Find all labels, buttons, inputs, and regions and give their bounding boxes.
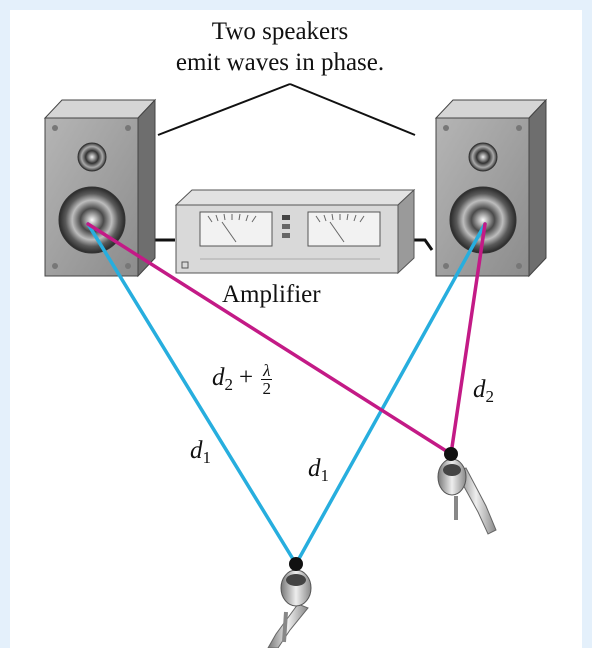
caption-line-1: Two speakers <box>130 16 430 47</box>
right-speaker-icon <box>436 100 546 276</box>
label-d1-left: d1 <box>190 437 211 468</box>
sound-paths <box>88 224 485 564</box>
microphone-icon <box>268 557 311 648</box>
caption: Two speakers emit waves in phase. <box>130 16 430 78</box>
caption-pointer-lines <box>158 84 415 135</box>
label-d1-right: d1 <box>308 455 329 486</box>
label-d2-right: d2 <box>473 376 494 407</box>
amplifier-label: Amplifier <box>222 281 321 309</box>
amplifier-icon <box>176 190 414 273</box>
caption-line-2: emit waves in phase. <box>130 47 430 78</box>
microphone-icon <box>438 447 496 534</box>
left-speaker-icon <box>45 100 155 276</box>
